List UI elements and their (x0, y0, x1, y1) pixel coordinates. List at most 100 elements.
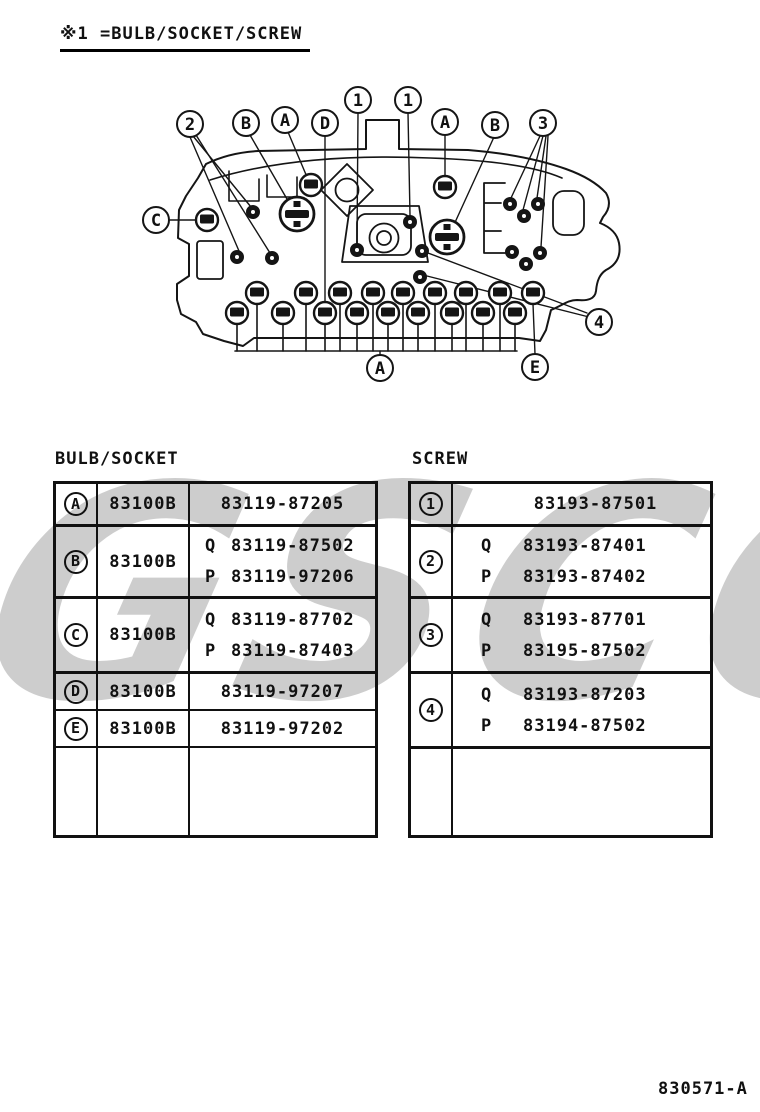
table-row: 1 83193-87501 (411, 484, 710, 524)
leader-line (192, 135, 252, 208)
part-number: 83193-87203 (523, 684, 647, 705)
part-number: 83195-87502 (523, 640, 647, 661)
bulb-socket (244, 280, 270, 306)
screw-dots (230, 197, 547, 284)
leader-line (427, 252, 588, 314)
detail-diamond (320, 163, 374, 217)
screw-dot (403, 215, 417, 229)
bulb-socket (327, 280, 353, 306)
code-cell: 83100B (96, 599, 188, 671)
part-number: 83194-87502 (523, 715, 647, 736)
row-label-circle: 3 (419, 623, 443, 647)
bulb-socket-large (278, 195, 316, 233)
leader-line (356, 112, 359, 244)
callout-d: D (311, 109, 339, 137)
part-number: 83119-97207 (220, 681, 345, 702)
callout-1-left: 1 (344, 86, 372, 114)
svg-text:2: 2 (185, 115, 195, 135)
bulb-socket-large (428, 218, 466, 256)
screw-dot (503, 197, 517, 211)
part-prefix: P (481, 567, 493, 587)
part-prefix: P (205, 640, 217, 661)
bulb-socket (298, 172, 324, 198)
leader-line (249, 134, 292, 207)
table-row: E 83100B 83119-97202 (56, 709, 375, 746)
plate-ring-inner (376, 230, 392, 246)
housing-rim (209, 156, 563, 181)
screw-dot (246, 205, 260, 219)
code-cell: 83100B (96, 484, 188, 524)
row-label: A (70, 494, 82, 513)
row-label-circle: 1 (419, 492, 443, 516)
row-label: 3 (425, 625, 437, 644)
leader-line (532, 303, 536, 355)
detail-bracket-left (228, 170, 298, 202)
leader-line (451, 136, 495, 230)
row-label-circle: 2 (419, 549, 443, 574)
bulb-socket (390, 280, 416, 306)
table-row: A 83100B 83119-87205 (56, 484, 375, 524)
callout-1-right: 1 (394, 86, 422, 114)
bulb-socket (293, 280, 319, 306)
plate-ring-outer (368, 222, 400, 254)
bulb-sockets (194, 172, 546, 326)
row-label: E (70, 719, 82, 737)
bulb-socket (432, 174, 458, 200)
part-prefix: P (481, 640, 493, 661)
bulb-socket (344, 300, 370, 326)
cluster-diagram: 2 B A D 1 1 A B 3 C (142, 86, 621, 382)
detail-hole-right (552, 190, 585, 236)
callout-4: 4 (585, 308, 613, 336)
row-label-circle: D (64, 679, 88, 704)
svg-text:4: 4 (594, 313, 604, 333)
row-label: C (70, 625, 82, 644)
part-number: 83119-87403 (231, 640, 355, 661)
diamond-hole (334, 177, 360, 203)
row-label: 4 (425, 700, 437, 719)
part-number: 83119-87502 (231, 536, 355, 556)
drawing-number: 830571-A (658, 1079, 748, 1099)
table-row: D 83100B 83119-97207 (56, 671, 375, 709)
callout-b-left: B (232, 109, 260, 137)
row-label-circle: 4 (419, 698, 443, 722)
svg-text:3: 3 (538, 114, 548, 134)
bulb-socket (360, 280, 386, 306)
bulb-socket (470, 300, 496, 326)
bulb-socket (405, 300, 431, 326)
leader-line (195, 134, 271, 254)
bulb-socket (375, 300, 401, 326)
bulb-socket (487, 280, 513, 306)
callout-b-right: B (481, 111, 509, 139)
part-number: 83193-87501 (533, 494, 658, 514)
screw-dot (265, 251, 279, 265)
bulb-socket-table-title: BULB/SOCKET (55, 449, 179, 469)
part-prefix: P (205, 567, 217, 587)
screw-dot (531, 197, 545, 211)
bulb-socket (194, 207, 220, 233)
bulb-socket (312, 300, 338, 326)
detail-bracket-right (483, 182, 506, 254)
leader-line (540, 135, 549, 248)
screw-dot (350, 243, 364, 257)
screw-dot (505, 245, 519, 259)
part-number: 83119-97206 (231, 567, 355, 587)
callout-e-bottom: E (521, 353, 549, 381)
code-cell: 83100B (96, 674, 188, 709)
table-row-empty (411, 746, 710, 835)
callout-a-right: A (431, 108, 459, 136)
svg-text:D: D (320, 114, 330, 134)
bulb-socket (439, 300, 465, 326)
part-prefix: Q (481, 536, 493, 556)
svg-text:C: C (151, 211, 161, 231)
leader-lines (168, 112, 590, 356)
bulb-socket (224, 300, 250, 326)
svg-text:A: A (440, 113, 450, 133)
bottom-bracket (234, 302, 518, 352)
part-prefix: P (481, 715, 493, 736)
row-label-circle: E (64, 716, 88, 741)
